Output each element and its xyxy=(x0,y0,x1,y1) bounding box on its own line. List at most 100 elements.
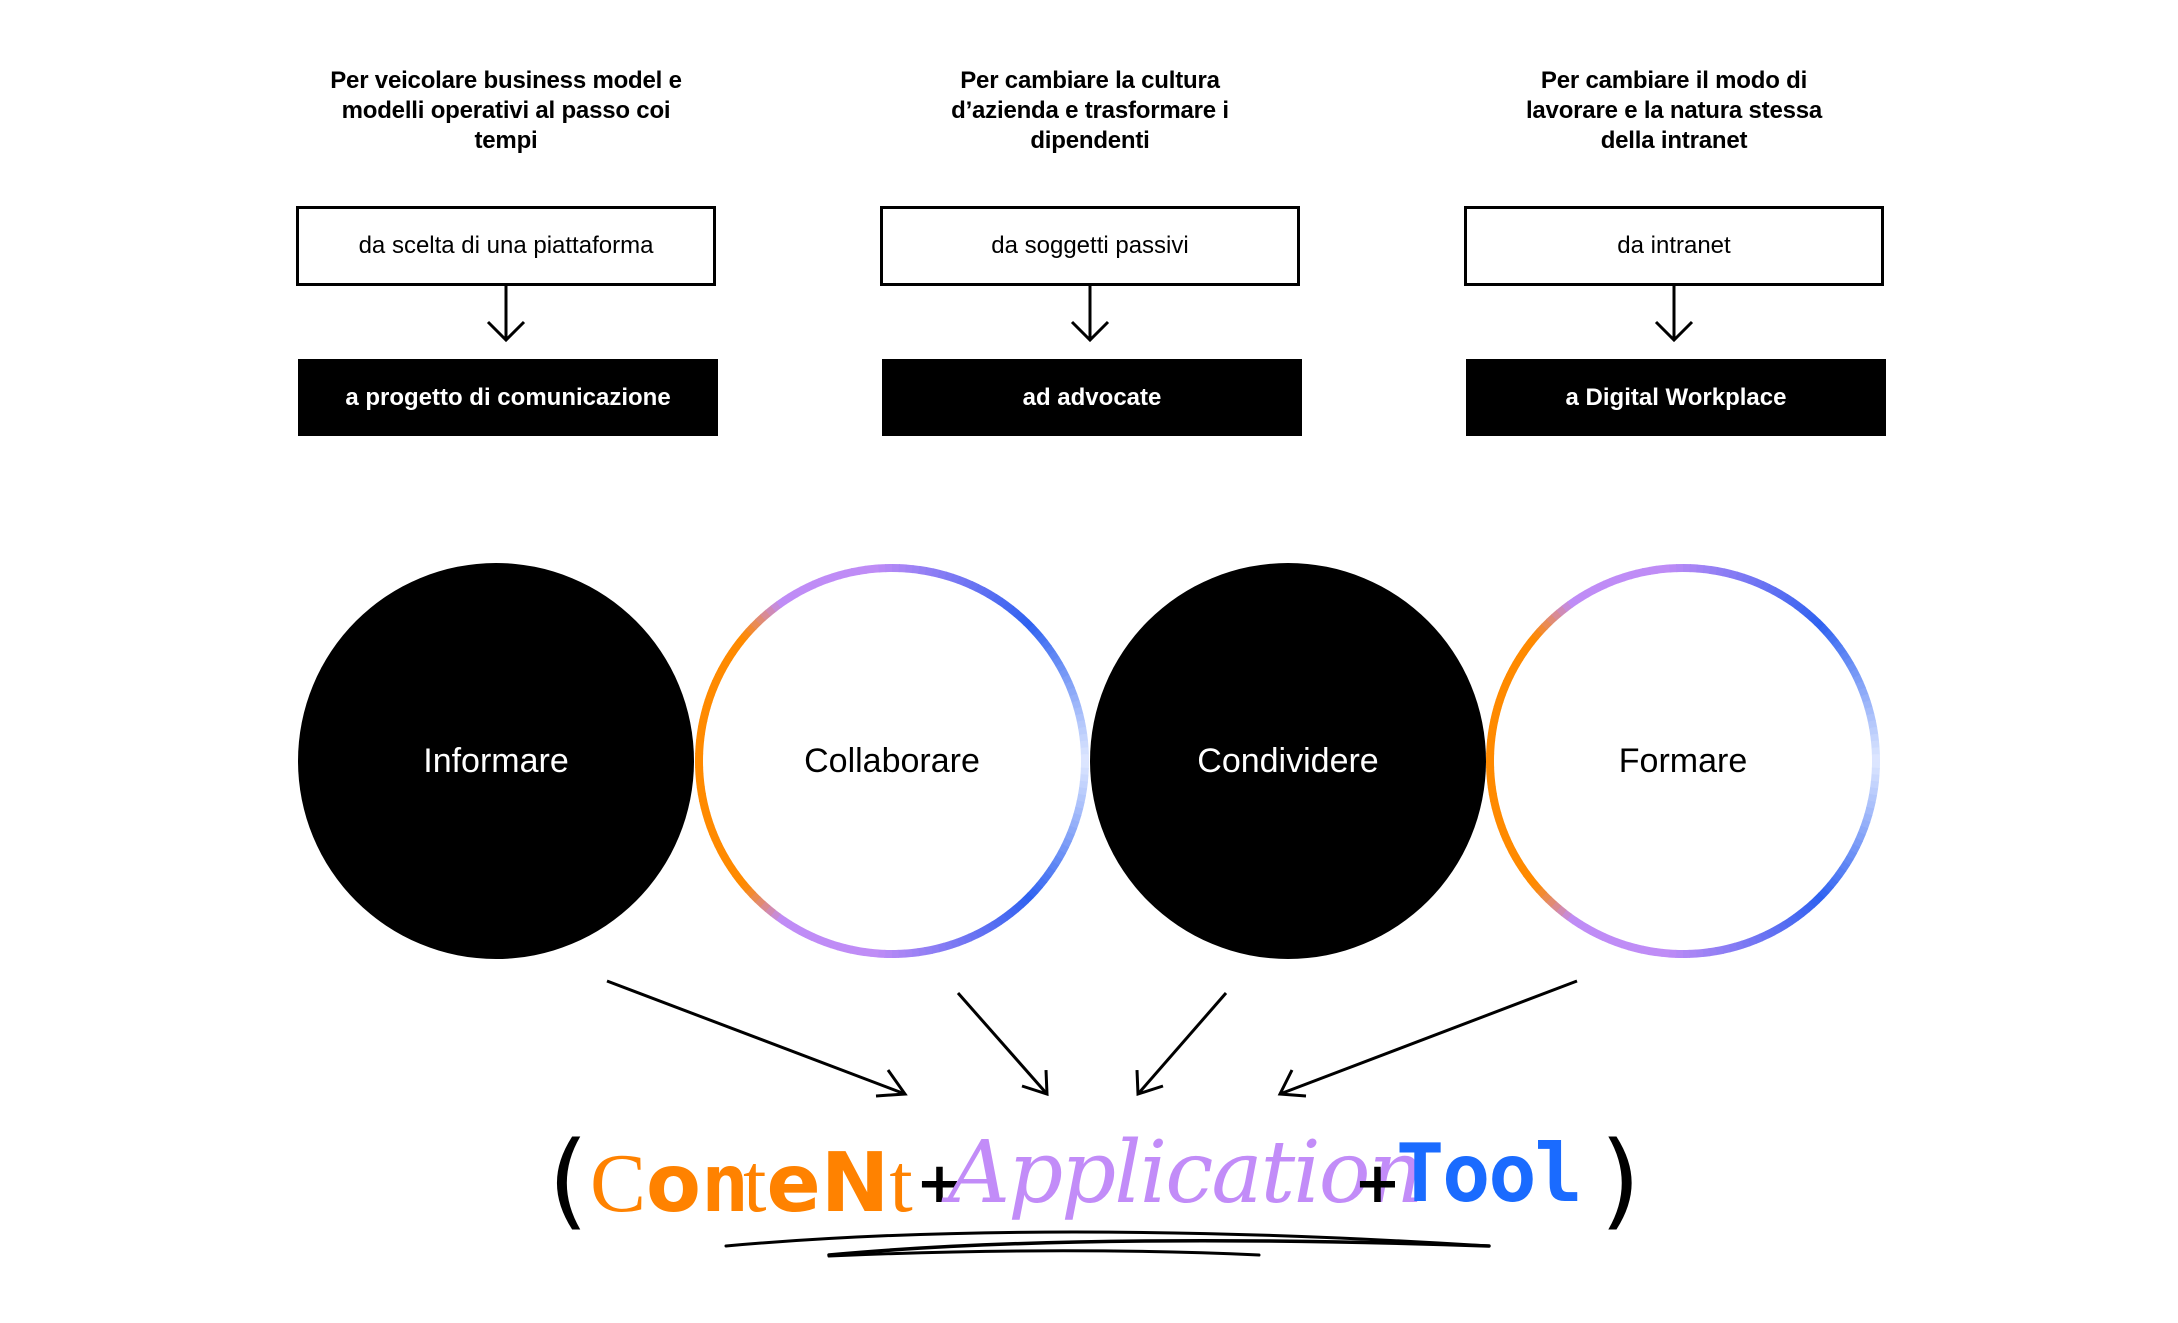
ring-segment xyxy=(1036,877,1048,889)
down-arrow-icon xyxy=(1070,286,1110,343)
ring-segment xyxy=(1511,854,1523,866)
ring-segment xyxy=(1846,662,1858,674)
ring-segment xyxy=(1648,565,1658,575)
ring-segment xyxy=(1846,849,1857,861)
ring-segment xyxy=(1608,935,1619,947)
ring-segment xyxy=(997,597,1009,609)
ring-segment xyxy=(1634,944,1644,954)
ring-segment xyxy=(1493,812,1504,822)
ring-segment xyxy=(717,848,729,860)
from-box-2: da soggetti passivi xyxy=(880,206,1300,286)
ring-segment xyxy=(811,577,823,589)
content-letter: C xyxy=(590,1137,647,1230)
ring-segment xyxy=(1595,930,1607,941)
ring-segment xyxy=(1490,712,1500,722)
ring-segment xyxy=(1071,700,1082,710)
ring-segment xyxy=(1067,687,1078,698)
ring-segment xyxy=(1662,564,1671,574)
ring-segment xyxy=(1567,597,1579,609)
ring-segment xyxy=(917,947,927,957)
ring-segment xyxy=(1721,944,1731,954)
heading-line: lavorare e la natura stessa xyxy=(1525,97,1823,124)
converging-arrow-3 xyxy=(1135,992,1228,1097)
ring-segment xyxy=(1069,819,1080,830)
ring-segment xyxy=(1808,896,1820,909)
ring-segment xyxy=(721,655,733,667)
ring-segment xyxy=(824,573,835,584)
ring-segment xyxy=(1500,679,1511,691)
ring-segment xyxy=(1555,905,1567,917)
ring-segment xyxy=(1866,713,1876,723)
ring-segment xyxy=(974,583,986,595)
ring-segment xyxy=(1794,601,1806,613)
ring-segment xyxy=(1771,587,1783,598)
ring-segment xyxy=(1777,590,1789,602)
ring-segment xyxy=(704,692,715,703)
ring-segment xyxy=(1615,573,1626,584)
ring-segment xyxy=(949,938,960,949)
ring-segment xyxy=(1835,866,1847,878)
ring-segment xyxy=(1077,787,1088,797)
ring-segment xyxy=(1827,634,1839,646)
ring-segment xyxy=(696,786,706,796)
ring-segment xyxy=(695,779,705,789)
ring-segment xyxy=(1696,564,1705,574)
ring-segment xyxy=(1064,680,1076,692)
ring-segment xyxy=(1735,571,1745,582)
ring-segment xyxy=(1495,692,1506,703)
ring-segment xyxy=(856,946,866,957)
ring-segment xyxy=(712,673,723,685)
ring-segment xyxy=(1055,849,1066,861)
ring-segment xyxy=(714,667,726,679)
ring-segment xyxy=(759,900,771,912)
ring-segment xyxy=(992,593,1004,605)
ring-segment xyxy=(1523,871,1535,883)
ring-segment xyxy=(706,686,718,697)
ring-segment xyxy=(944,571,954,582)
ring-segment xyxy=(749,891,761,903)
ring-segment xyxy=(1519,865,1531,877)
ring-segment xyxy=(1497,686,1509,697)
ring-segment xyxy=(1040,639,1052,651)
ring-segment xyxy=(1654,948,1664,957)
ring-segment xyxy=(714,842,726,854)
converging-arrow-4 xyxy=(1277,979,1578,1098)
ring-segment xyxy=(1031,882,1043,894)
ring-segment xyxy=(1073,706,1084,717)
ring-segment xyxy=(1536,623,1548,635)
ring-segment xyxy=(764,905,776,917)
ring-segment xyxy=(1628,569,1639,580)
circle-label: Formare xyxy=(1618,741,1748,780)
ring-segment xyxy=(1486,773,1496,782)
content-letter: o xyxy=(646,1137,701,1230)
ring-segment xyxy=(1635,568,1645,578)
circle-label: Collaborare xyxy=(804,741,980,780)
ring-segment xyxy=(1036,634,1048,646)
ring-segment xyxy=(1869,726,1879,736)
ring-segment xyxy=(1734,940,1744,951)
ring-segment xyxy=(1079,774,1089,783)
ring-segment xyxy=(871,564,880,574)
ring-segment xyxy=(1814,619,1826,631)
ring-segment xyxy=(1799,605,1811,617)
ring-segment xyxy=(1849,843,1861,855)
ring-segment xyxy=(1661,948,1670,958)
ring-segment xyxy=(1052,656,1064,668)
ring-segment xyxy=(799,583,811,595)
ring-segment xyxy=(1540,891,1552,903)
ring-segment xyxy=(1505,842,1517,854)
ring-segment xyxy=(1076,720,1087,730)
ring-segment xyxy=(1003,601,1015,613)
ring-segment xyxy=(1578,589,1590,601)
ring-segment xyxy=(857,565,867,575)
ring-segment xyxy=(1770,924,1782,936)
ring-segment xyxy=(1746,936,1757,947)
ring-segment xyxy=(1866,800,1876,810)
ring-segment xyxy=(1487,732,1496,742)
ring-segment xyxy=(1701,948,1711,958)
ring-segment xyxy=(1708,947,1718,957)
ring-segment xyxy=(924,566,934,577)
ring-segment xyxy=(956,575,967,587)
ring-segment xyxy=(1765,583,1777,595)
ring-segment xyxy=(1051,855,1063,867)
